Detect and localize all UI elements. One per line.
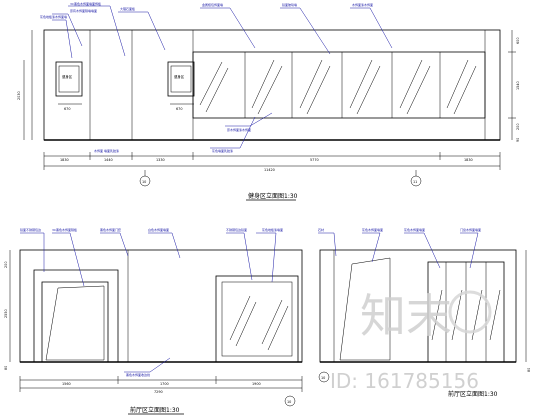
top-panel-left-inner (58, 65, 80, 93)
bl-bottom-ticks (19, 376, 303, 392)
br-leaders (318, 232, 479, 269)
bl-annot-1: 镜面不锈钢包边 (20, 227, 41, 232)
br-mirror-hatch (431, 289, 501, 341)
top-left-dim: 2030 (17, 91, 21, 100)
top-panel-right-inner (170, 65, 192, 93)
top-bottom-ticks (43, 152, 501, 170)
bl-annot-5: 不锈钢包边镜面 (226, 227, 247, 232)
top-wall-outline (43, 29, 501, 141)
bl-door-leaf (45, 285, 105, 361)
top-dim-2: 1440 (104, 158, 113, 162)
top-right-dim-1: 1540 (516, 81, 520, 90)
top-annot-10: 木饰面 墙面乳胶漆 (94, 148, 119, 153)
top-elevation: 健身区 健身区 670 670 原有木饰面隔墙墙面 灰色地板漆木饰面墙 3C黑色… (17, 1, 520, 201)
top-annot-5: 金属框包饰面墙 (202, 2, 223, 7)
watermark: 知末 ID: 161785156 (330, 289, 492, 393)
grid-marker-11 (410, 175, 422, 187)
bl-annot-4: 白色木饰面墙面 (148, 227, 169, 232)
bl-mirror-inner (221, 281, 293, 357)
top-annot-9: 灰色墙面乳胶漆 (212, 148, 233, 153)
top-annot-3: 3C黑色木饰面墙面饰板 (70, 1, 101, 6)
watermark-logo: 知末 (360, 289, 452, 343)
top-annot-1: 原有木饰面隔墙墙面 (70, 8, 97, 13)
top-mirror-band (192, 51, 486, 119)
br-annot-4: 门窗木饰面墙面 (460, 227, 481, 232)
top-panel-right (167, 61, 195, 97)
bl-door-frame-outer (33, 269, 119, 362)
top-right-dim-3: 200 (516, 124, 520, 130)
panel-left-dim: 670 (64, 107, 70, 111)
bl-grid-marker (284, 395, 296, 407)
bl-annot-7: 黑色木饰面收边线 (126, 372, 150, 377)
panel-right-label: 健身区 (174, 74, 185, 79)
top-dim-4: 5770 (310, 158, 319, 162)
top-title: 健身区立面图1:30 (248, 192, 298, 200)
bl-left-dim-2: 2550 (4, 309, 8, 318)
panel-right-dim: 670 (176, 107, 182, 111)
br-grid-label: 10 (321, 376, 325, 380)
br-angled-panel (339, 257, 391, 361)
grid-label-10: 10 (142, 180, 146, 184)
bottom-right-elevation: 石材 灰色木饰面墙面 灰色木饰面墙面 门窗木饰面墙面 80 10 前厅区立面图1… (318, 227, 531, 398)
bl-dim-2: 1700 (160, 382, 169, 386)
br-title: 前厅区立面图1:30 (448, 390, 498, 398)
bottom-left-elevation: 镜面不锈钢包边 3C黑色木饰面隔板 黑色木饰面门套 白色木饰面墙面 不锈钢包边镜… (4, 227, 303, 415)
bl-grid-label: 10 (287, 400, 291, 404)
bl-mirror-hatch (229, 295, 289, 351)
top-panel-left (55, 61, 83, 97)
top-annot-6: 镜面玻璃墙 (282, 2, 297, 7)
bl-annot-6: 灰色地板漆墙面 (262, 227, 283, 232)
br-right-dim: 80 (527, 368, 531, 372)
grid-label-11: 11 (413, 180, 417, 184)
bl-dim-total: 7290 (154, 390, 163, 394)
bl-mirror-panel (215, 275, 299, 363)
bl-dim-1: 1560 (62, 382, 71, 386)
bl-left-dim-3: 80 (4, 366, 8, 370)
top-dim-1: 1830 (60, 158, 69, 162)
br-annot-2: 灰色木饰面墙面 (362, 227, 383, 232)
top-dim-5: 1830 (464, 158, 473, 162)
top-right-dim-4: 90 (516, 138, 520, 142)
top-right-dim-2: 600 (516, 38, 520, 44)
panel-left-label: 健身区 (62, 74, 73, 79)
bl-wall-outline (19, 249, 303, 363)
top-leaders (52, 5, 393, 149)
top-annot-8: 原木饰面漆木饰面 (227, 127, 251, 132)
bl-leaders (20, 232, 277, 373)
mirror-hatching (199, 59, 477, 115)
watermark-id: ID: 161785156 (330, 369, 479, 393)
grid-marker-10 (139, 175, 151, 187)
bl-left-dim-1: 200 (4, 262, 8, 268)
top-annot-4: 大理石面板 (120, 6, 135, 11)
br-annot-3: 灰色木饰面墙面 (404, 227, 425, 232)
br-annot-1: 石材 (318, 227, 324, 232)
bl-annot-2: 3C黑色木饰面隔板 (52, 227, 77, 232)
top-annot-7: 木饰面漆木饰面 (352, 2, 373, 7)
bl-door-frame-inner (41, 281, 109, 362)
top-dim-total: 11420 (264, 168, 275, 172)
bl-dim-3: 1900 (252, 382, 261, 386)
br-grid-marker (318, 371, 330, 383)
watermark-ring (448, 290, 492, 334)
top-dim-3: 1330 (156, 158, 165, 162)
top-annot-2: 灰色地板漆木饰面墙 (40, 14, 67, 19)
bl-annot-3: 黑色木饰面门套 (100, 227, 121, 232)
bl-title: 前厅区立面图1:30 (130, 406, 180, 414)
